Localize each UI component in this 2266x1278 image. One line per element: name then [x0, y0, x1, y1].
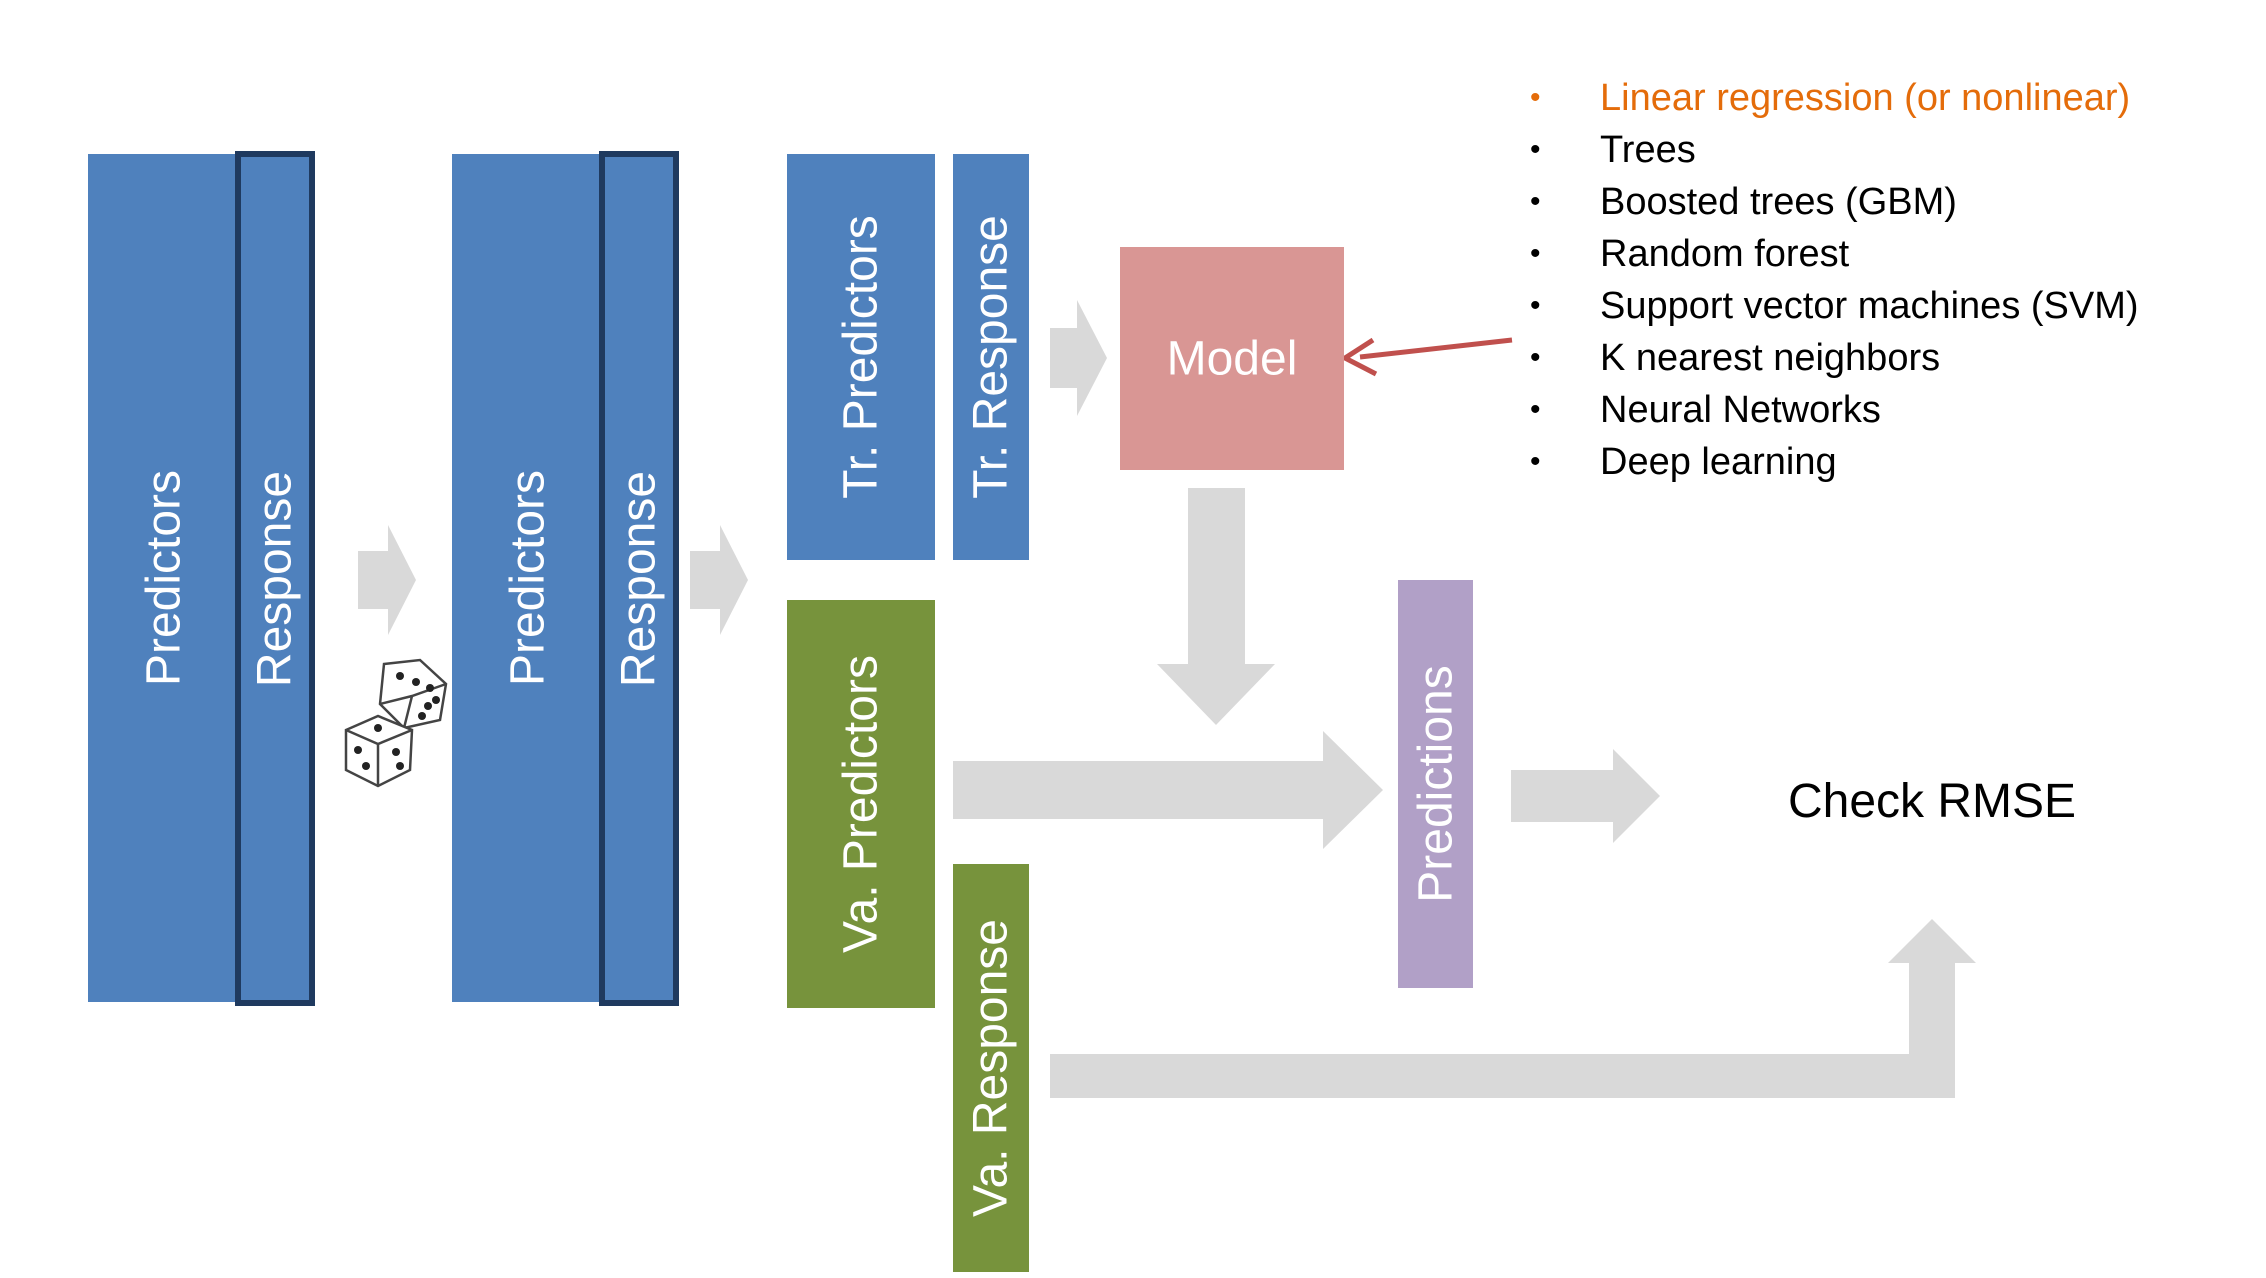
block-full-response-label: Response	[248, 470, 302, 687]
block-valid-predictors-label: Va. Predictors	[834, 655, 888, 953]
block-valid-predictors: Va. Predictors	[787, 600, 935, 1008]
model-label: Model	[1166, 332, 1298, 385]
arrow-list-to-model-head	[1340, 337, 1378, 377]
arrow-shuffle	[358, 525, 416, 635]
arrow-list-to-model	[1359, 337, 1513, 360]
block-valid-response-label: Va. Response	[964, 919, 1018, 1217]
block-train-response: Tr. Response	[953, 154, 1029, 560]
bullet-icon: •	[1530, 133, 1541, 166]
block-valid-response: Va. Response	[953, 864, 1029, 1272]
check-rmse-label: Check RMSE	[1788, 775, 2077, 828]
bullet-icon: •	[1530, 237, 1541, 270]
model-option-item: • Trees	[1530, 124, 2139, 176]
arrow-valid-response-to-check	[1050, 919, 1976, 1098]
model-option-item: • Deep learning	[1530, 436, 2139, 488]
model-option-label: Linear regression (or nonlinear)	[1600, 77, 2131, 119]
block-full-predictors: Predictors	[88, 154, 240, 1002]
bullet-icon: •	[1530, 393, 1541, 426]
bullet-icon: •	[1530, 289, 1541, 322]
model-option-label: Random forest	[1600, 233, 1850, 275]
bullet-icon: •	[1530, 341, 1541, 374]
arrow-train-to-model	[1050, 300, 1107, 416]
model-option-label: Boosted trees (GBM)	[1600, 181, 1957, 223]
model-option-item: • K nearest neighbors	[1530, 332, 2139, 384]
model-option-label: Deep learning	[1600, 441, 1837, 483]
block-predictions: Predictions	[1398, 580, 1473, 988]
model-options-list: • Linear regression (or nonlinear) • Tre…	[1530, 72, 2139, 488]
model-option-label: Trees	[1600, 129, 1696, 171]
bullet-icon: •	[1530, 445, 1541, 478]
dice-icon	[344, 658, 448, 788]
block-full-predictors-label: Predictors	[137, 469, 191, 687]
arrow-model-down	[1157, 488, 1275, 725]
bullet-icon: •	[1530, 81, 1541, 114]
model-option-label: Support vector machines (SVM)	[1600, 285, 2139, 327]
model-option-item: • Support vector machines (SVM)	[1530, 280, 2139, 332]
block-shuffled-response-label: Response	[612, 470, 666, 687]
model-option-item: • Linear regression (or nonlinear)	[1530, 72, 2139, 124]
model-option-label: Neural Networks	[1600, 389, 1881, 431]
block-train-predictors-label: Tr. Predictors	[834, 215, 888, 499]
model-box: Model	[1120, 247, 1344, 470]
block-full-response: Response	[235, 151, 315, 1006]
bullet-icon: •	[1530, 185, 1541, 218]
arrow-valid-to-predictions	[953, 731, 1383, 849]
block-shuffled-response: Response	[599, 151, 679, 1006]
block-shuffled-predictors: Predictors	[452, 154, 604, 1002]
block-predictions-label: Predictions	[1409, 665, 1462, 903]
block-train-response-label: Tr. Response	[964, 215, 1018, 499]
arrow-split	[690, 525, 748, 635]
model-option-item: • Neural Networks	[1530, 384, 2139, 436]
model-option-item: • Random forest	[1530, 228, 2139, 280]
arrow-predictions-to-check	[1511, 749, 1660, 843]
model-option-label: K nearest neighbors	[1600, 337, 1941, 379]
block-shuffled-predictors-label: Predictors	[501, 469, 555, 687]
model-option-item: • Boosted trees (GBM)	[1530, 176, 2139, 228]
block-train-predictors: Tr. Predictors	[787, 154, 935, 560]
